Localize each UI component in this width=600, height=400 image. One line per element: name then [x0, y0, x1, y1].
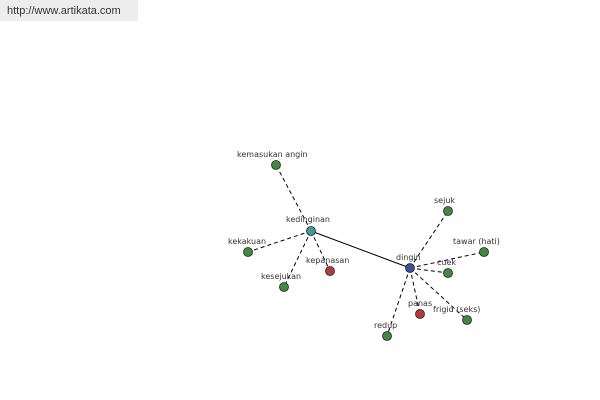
- node-label-redup: redup: [374, 321, 397, 330]
- node-marker-kesejukan[interactable]: [279, 282, 289, 292]
- node-marker-frigid-seks[interactable]: [462, 315, 472, 325]
- edge-dingin-sejuk: [409, 210, 449, 269]
- node-marker-sejuk[interactable]: [443, 206, 453, 216]
- node-marker-kemasukan-angin[interactable]: [271, 160, 281, 170]
- node-label-frigid-seks: frigid (seks): [433, 305, 480, 314]
- edge-kedinginan-dingin: [310, 230, 411, 269]
- node-frigid-seks[interactable]: frigid (seks): [433, 305, 480, 325]
- edge-kedinginan-kepanasan: [310, 230, 331, 272]
- node-label-panas: panas: [408, 299, 432, 308]
- node-marker-cuek[interactable]: [443, 268, 453, 278]
- node-kesejukan[interactable]: kesejukan: [261, 272, 301, 292]
- nodes-layer: dingin kedinginan kemasukan angin kekakuan k…: [228, 150, 500, 341]
- node-label-dingin: dingin: [396, 253, 421, 262]
- edges-layer: [247, 164, 485, 337]
- node-marker-kepanasan[interactable]: [325, 266, 335, 276]
- node-label-sejuk: sejuk: [434, 196, 455, 205]
- node-label-kemasukan-angin: kemasukan angin: [237, 150, 308, 159]
- node-marker-kedinginan[interactable]: [306, 226, 316, 236]
- edge-dingin-tawar-hati: [409, 251, 485, 269]
- node-cuek[interactable]: cuek: [437, 258, 456, 278]
- node-marker-kekakuan[interactable]: [243, 247, 253, 257]
- node-marker-tawar-hati[interactable]: [479, 247, 489, 257]
- edge-dingin-panas: [409, 267, 421, 315]
- node-kedinginan[interactable]: kedinginan: [286, 215, 330, 236]
- node-dingin[interactable]: dingin: [396, 253, 421, 273]
- node-label-kekakuan: kekakuan: [228, 237, 266, 246]
- edge-dingin-cuek: [409, 267, 449, 274]
- node-redup[interactable]: redup: [374, 321, 397, 341]
- source-url[interactable]: http://www.artikata.com: [7, 5, 121, 17]
- node-tawar-hati[interactable]: tawar (hati): [453, 237, 500, 257]
- edge-dingin-redup: [386, 267, 411, 337]
- node-label-tawar-hati: tawar (hati): [453, 237, 500, 246]
- node-kekakuan[interactable]: kekakuan: [228, 237, 266, 257]
- node-label-kedinginan: kedinginan: [286, 215, 330, 224]
- node-kepanasan[interactable]: kepanasan: [306, 256, 349, 276]
- edge-kedinginan-kesejukan: [283, 230, 312, 288]
- node-sejuk[interactable]: sejuk: [434, 196, 455, 216]
- edge-dingin-frigid-seks: [409, 267, 468, 321]
- node-marker-panas[interactable]: [415, 309, 425, 319]
- node-label-cuek: cuek: [437, 258, 456, 267]
- node-kemasukan-angin[interactable]: kemasukan angin: [237, 150, 308, 170]
- edge-kedinginan-kemasukan-angin: [275, 164, 312, 232]
- source-url-bar: http://www.artikata.com: [0, 0, 138, 21]
- node-panas[interactable]: panas: [408, 299, 432, 319]
- node-label-kepanasan: kepanasan: [306, 256, 349, 265]
- node-marker-dingin[interactable]: [405, 263, 415, 273]
- node-label-kesejukan: kesejukan: [261, 272, 301, 281]
- node-marker-redup[interactable]: [382, 331, 392, 341]
